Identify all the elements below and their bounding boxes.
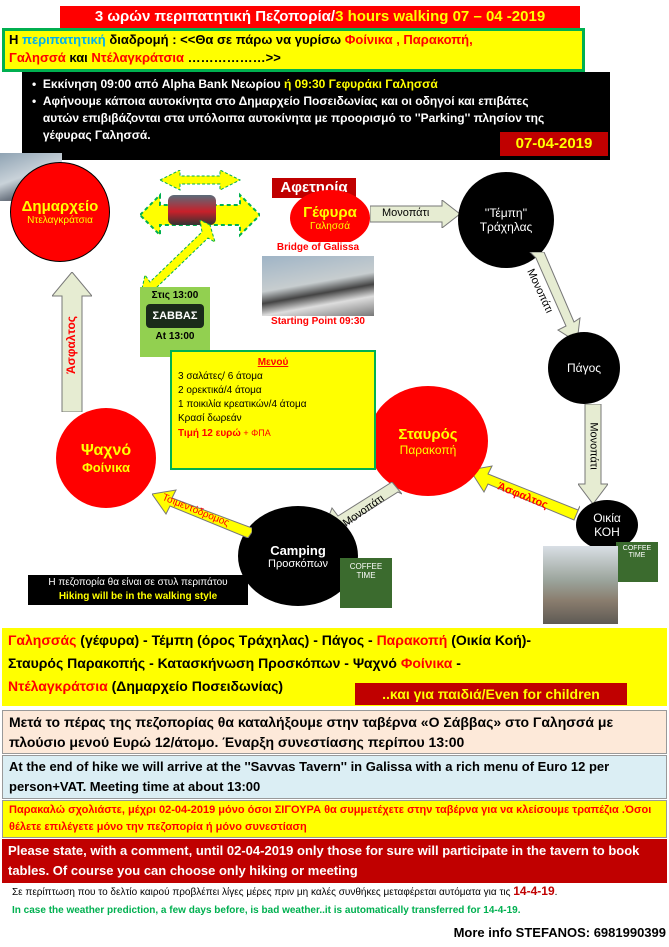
label-monopati-3: Μονοπάτι [587, 422, 600, 470]
summary-text: - [452, 655, 461, 671]
bridge-caption: Bridge of Galissa [276, 242, 360, 253]
summary-text: (Δημαρχείο Ποσειδωνίας) [107, 678, 284, 694]
savvas-sign: Στις 13:00 ΣΑΒΒΑΣ At 13:00 [140, 287, 210, 357]
node-sub: Γαλησσά [310, 221, 350, 232]
node-title: Πάγος [566, 361, 602, 375]
arrow-path-1 [370, 200, 460, 228]
info-box: • Εκκίνηση 09:00 από Alpha Bank Νεωρίου … [22, 72, 610, 160]
node-sub: Παρακοπή [399, 442, 457, 457]
arrow-to-savvas [140, 220, 216, 299]
route-box: Η περιπατητική διαδρομή : <<Θα σε πάρω ν… [2, 28, 585, 72]
walking-style-en: Hiking will be in the walking style [58, 591, 218, 602]
tavern-note-en: At the end of hike we will arrive at the… [2, 755, 667, 799]
header-title-gr: 3 ωρών περιπατητική Πεζοπορία/ [94, 8, 336, 25]
summary-text: Γαλησσάς [8, 632, 77, 648]
coffee-time-logo: COFFEE TIME [616, 542, 658, 582]
summary-text: (γέφυρα) - Τέμπη (όρος Τράχηλας) - Πάγος… [76, 632, 377, 648]
contact-info: More info STEFANOS: 6981990399 [453, 925, 666, 940]
menu-item: 2 ορεκτικά/4 άτομα [178, 385, 262, 396]
header-banner: 3 ωρών περιπατητική Πεζοπορία/3 hours wa… [60, 6, 580, 28]
arrow-path-3 [578, 404, 608, 504]
menu-item: 1 ποικιλία κρεατικών/4 άτομα [178, 399, 307, 410]
menu-box: Μενού 3 σαλάτες/ 6 άτομα 2 ορεκτικά/4 άτ… [170, 350, 376, 470]
node-stavros: Σταυρός Παρακοπή [368, 386, 488, 496]
label-asfaltos-2: Άσφαλτος [64, 315, 79, 375]
node-dimarxeio: Δημαρχείο Ντελαγκράτσια [10, 162, 110, 262]
info-text: ή 09:30 Γεφυράκι Γαλησσά [283, 77, 438, 91]
time-gr: Στις 13:00 [151, 290, 199, 301]
node-sub: Φοίνικα [82, 459, 130, 475]
node-sub: Ντελαγκράτσια [27, 215, 93, 226]
weather-date: 14-4-19 [513, 884, 555, 898]
node-title: Ψαχνό [80, 441, 132, 459]
route-text: και [65, 50, 92, 65]
date-badge: 07-04-2019 [500, 132, 608, 156]
header-title-en: 3 hours walking 07 – 04 -2019 [335, 8, 546, 25]
menu-vat: + ΦΠΑ [240, 428, 271, 438]
weather-note-en: In case the weather prediction, a few da… [12, 905, 521, 916]
arrow-path-4 [470, 465, 580, 521]
menu-item: 3 σαλάτες/ 6 άτομα [178, 371, 263, 382]
node-sub: ΚΟΗ [594, 525, 620, 539]
comment-note-gr: Παρακαλώ σχολιάστε, μέχρι 02-04-2019 μόν… [2, 800, 667, 838]
route-text: περιπατητική [22, 32, 106, 47]
node-sub: Προσκόπων [268, 557, 328, 570]
summary-text: Παρακοπή [376, 632, 448, 648]
node-title: Δημαρχείο [21, 198, 99, 215]
summary-text: Φοίνικα [400, 655, 453, 671]
weather-note-gr: Σε περίπτωση που το δελτίο καιρού προβλέ… [12, 884, 662, 900]
starting-point-caption: Starting Point 09:30 [271, 316, 365, 327]
node-title: Γέφυρα [303, 204, 357, 221]
menu-title: Μενού [257, 357, 289, 368]
arrow-path-6 [152, 489, 252, 538]
route-text: ………………>> [184, 50, 281, 65]
info-bullet-1: • Εκκίνηση 09:00 από Alpha Bank Νεωρίου … [32, 77, 438, 91]
arrow-path-5 [322, 482, 402, 535]
route-text: Φοίνικα , Παρακοπή, [344, 32, 473, 47]
node-title: ''Τέμπη'' [484, 206, 528, 220]
info-bullet-2: • Αφήνουμε κάποια αυτοκίνητα στο Δημαρχε… [32, 93, 602, 144]
route-text: διαδρομή : <<Θα σε πάρω να γυρίσω [105, 32, 345, 47]
node-pagos: Πάγος [548, 332, 620, 404]
node-title: Οικία [593, 511, 621, 525]
menu-price: Τιμή 12 ευρώ [178, 428, 241, 439]
children-badge: ..και για παιδιά/Even for children [355, 683, 627, 705]
walking-style-gr: Η πεζοπορία θα είναι σε στυλ περιπάτου [48, 577, 228, 588]
arrow-path-2 [529, 252, 581, 342]
coffee-time-logo: COFFEE TIME [340, 558, 392, 608]
summary-text: Ντέλαγκράτσια [8, 678, 108, 694]
bridge-image [262, 256, 374, 316]
car-photo [168, 195, 216, 225]
route-text: Ντέλαγκράτσια [91, 50, 184, 65]
arrow-path-7 [52, 272, 92, 412]
comment-note-en: Please state, with a comment, until 02-0… [2, 839, 667, 883]
weather-text: Σε περίπτωση που το δελτίο καιρού προβλέ… [12, 887, 514, 898]
savvas-logo: ΣΑΒΒΑΣ [146, 304, 204, 328]
tavern-note-gr: Μετά το πέρας της πεζοπορίας θα καταλήξο… [2, 710, 667, 754]
node-title: Σταυρός [398, 425, 458, 443]
summary-text: Σταυρός Παρακοπής - Κατασκήνωση Προσκόπω… [8, 655, 401, 671]
info-text: Εκκίνηση 09:00 από Alpha Bank Νεωρίου [42, 77, 284, 91]
label-monopati-1: Μονοπάτι [382, 207, 430, 219]
node-camping: Camping Προσκόπων [238, 506, 358, 606]
node-gefyra: Γέφυρα Γαλησσά [290, 190, 370, 246]
bridge-photo: Bridge of Galissa Starting Point 09:30 [262, 242, 374, 332]
weather-text: . [554, 887, 558, 898]
summary-box: Γαλησσάς (γέφυρα) - Τέμπη (όρος Τράχηλας… [2, 628, 667, 706]
time-en: At 13:00 [155, 331, 195, 342]
node-oikia: Οικία ΚΟΗ [576, 500, 638, 550]
walking-style-box: Η πεζοπορία θα είναι σε στυλ περιπάτου H… [28, 575, 248, 605]
house-photo [543, 546, 618, 624]
node-psaxno: Ψαχνό Φοίνικα [56, 408, 156, 508]
node-title: Camping [270, 542, 326, 558]
menu-item: Κρασί δωρεάν [178, 413, 242, 424]
route-text: Η [9, 32, 22, 47]
info-text: Αφήνουμε κάποια αυτοκίνητα στο Δημαρχείο… [42, 94, 545, 142]
route-text: Γαλησσά [9, 50, 66, 65]
node-sub: Τράχηλας [479, 220, 533, 234]
summary-text: (Οικία Κοή)- [447, 632, 532, 648]
